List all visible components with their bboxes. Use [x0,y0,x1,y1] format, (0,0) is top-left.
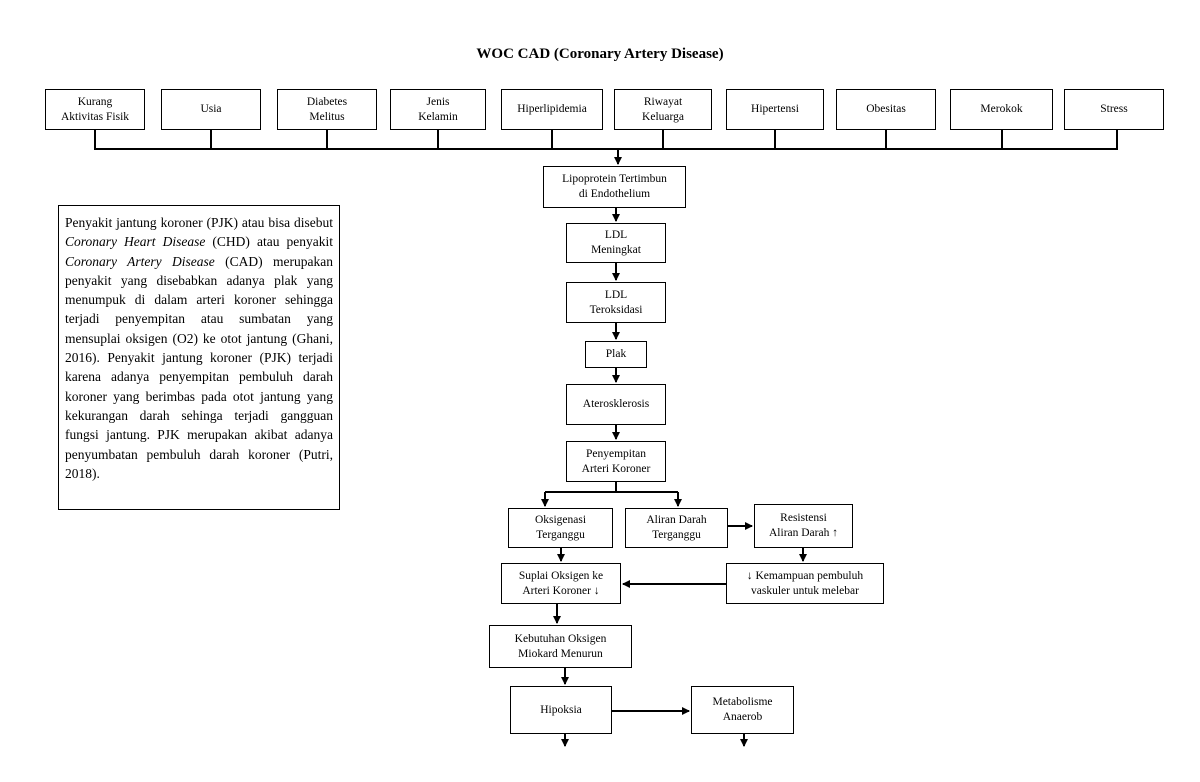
risk-factor-box: Jenis Kelamin [390,89,486,130]
risk-factor-label: Merokok [980,103,1023,116]
node-metabolisme: Metabolisme Anaerob [691,686,794,734]
risk-factor-box: Hiperlipidemia [501,89,603,130]
description-term: Coronary Heart Disease [65,234,206,250]
node-label: Lipoprotein Tertimbun di Endothelium [562,173,667,200]
risk-factor-label: Jenis Kelamin [418,95,458,123]
risk-factor-label: Hiperlipidemia [517,103,587,116]
node-label: LDL Meningkat [591,229,641,256]
description-text: (CAD) merupakan penyakit yang disebabkan… [65,253,333,481]
risk-factor-label: Obesitas [866,103,906,116]
risk-factor-box: Obesitas [836,89,936,130]
node-suplai-oksigen: Suplai Oksigen ke Arteri Koroner ↓ [501,563,621,604]
node-label: Plak [605,348,627,361]
risk-factor-box: Riwayat Keluarga [614,89,712,130]
node-resistensi: Resistensi Aliran Darah ↑ [754,504,853,548]
node-ldl-meningkat: LDL Meningkat [566,223,666,263]
node-label: LDL Teroksidasi [589,288,643,316]
node-label: ↓ Kemampuan pembuluh vaskuler untuk mele… [746,569,864,597]
node-kemampuan: ↓ Kemampuan pembuluh vaskuler untuk mele… [726,563,884,604]
risk-factor-box: Usia [161,89,261,130]
risk-factor-box: Stress [1064,89,1164,130]
risk-factor-box: Hipertensi [726,89,824,130]
risk-factor-box: Diabetes Melitus [277,89,377,130]
node-oksigenasi: Oksigenasi Terganggu [508,508,613,548]
description-text: Penyakit jantung koroner (PJK) atau bisa… [65,215,333,230]
risk-factor-label: Hipertensi [751,103,799,116]
node-kebutuhan-oksigen: Kebutuhan Oksigen Miokard Menurun [489,625,632,668]
risk-factor-label: Usia [200,103,222,116]
description-box: Penyakit jantung koroner (PJK) atau bisa… [58,205,340,510]
node-label: Aterosklerosis [582,398,650,411]
node-label: Aliran Darah Terganggu [646,514,707,541]
node-label: Hipoksia [540,703,582,716]
node-label: Kebutuhan Oksigen Miokard Menurun [514,632,607,660]
risk-factor-label: Diabetes Melitus [306,95,348,123]
node-label: Metabolisme Anaerob [712,696,773,723]
description-term: Coronary Artery Disease [65,253,215,269]
risk-factor-label: Stress [1100,103,1128,116]
diagram-title: WOC CAD (Coronary Artery Disease) [476,46,724,62]
description-text: (CHD) atau penyakit [205,234,333,250]
node-label: Penyempitan Arteri Koroner [581,447,651,475]
node-aterosklerosis: Aterosklerosis [566,384,666,425]
node-aliran-darah: Aliran Darah Terganggu [625,508,728,548]
risk-factor-label: Riwayat Keluarga [642,95,684,123]
node-label: Resistensi Aliran Darah ↑ [769,512,838,539]
risk-factor-label: Kurang Aktivitas Fisik [60,95,130,123]
node-plak: Plak [585,341,647,368]
risk-factor-box: Kurang Aktivitas Fisik [45,89,145,130]
node-label: Oksigenasi Terganggu [534,514,587,541]
node-hipoksia: Hipoksia [510,686,612,734]
node-label: Suplai Oksigen ke Arteri Koroner ↓ [518,569,604,597]
node-ldl-teroksidasi: LDL Teroksidasi [566,282,666,323]
node-penyempitan: Penyempitan Arteri Koroner [566,441,666,482]
node-lipoprotein: Lipoprotein Tertimbun di Endothelium [543,166,686,208]
risk-factor-box: Merokok [950,89,1053,130]
